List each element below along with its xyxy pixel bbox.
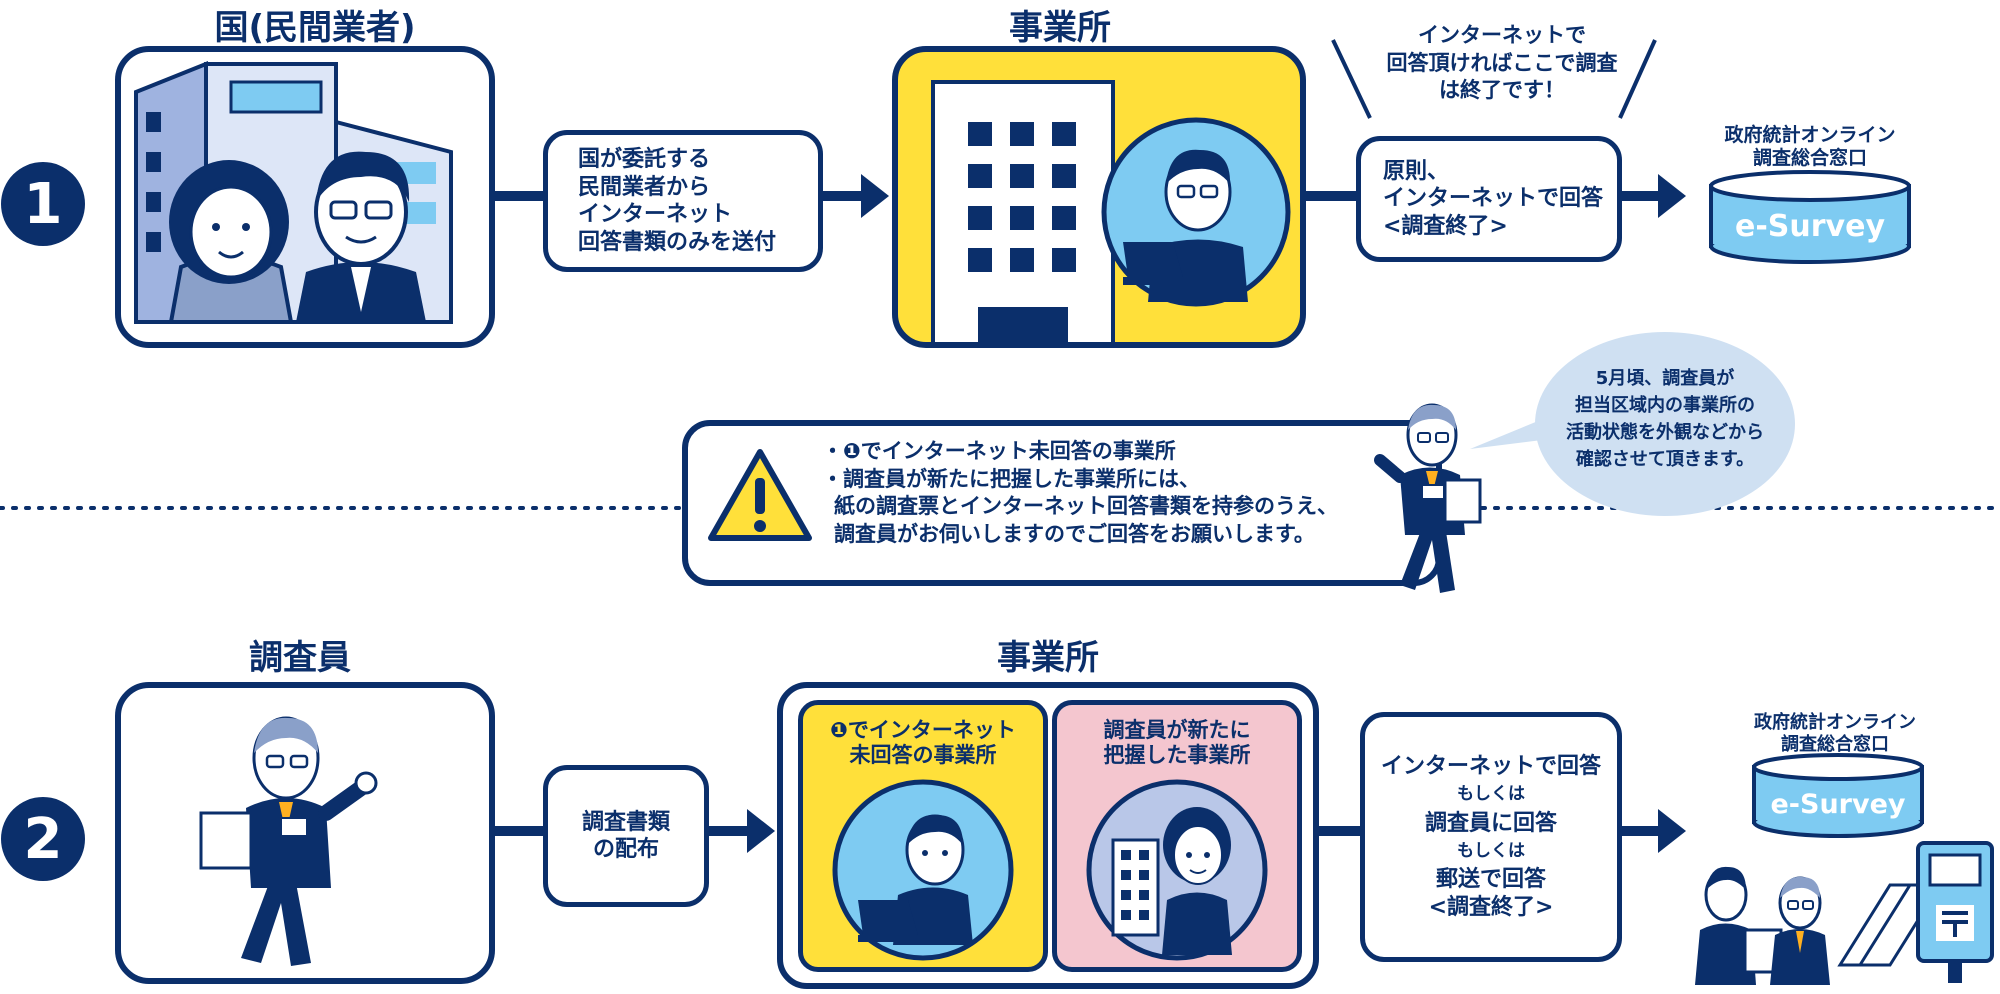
notice-panel	[682, 420, 1442, 586]
e-survey-drum-2: e-Survey	[1752, 753, 1924, 838]
step2-answer-box: インターネットで回答 もしくは 調査員に回答 もしくは 郵送で回答 <調査終了>	[1360, 712, 1622, 962]
flow-arrow	[823, 174, 889, 218]
connector-line	[495, 826, 545, 836]
answer-line: <調査終了>	[1428, 894, 1554, 920]
flow-note-line: 国が委託する	[578, 147, 711, 172]
answer-line: 郵送で回答	[1435, 867, 1546, 893]
connector-line	[1306, 191, 1356, 201]
notice-line: ・❶でインターネット未回答の事業所	[822, 439, 1176, 463]
answer-line-small: もしくは	[1457, 784, 1525, 805]
answer-line: 調査員に回答	[1424, 810, 1557, 836]
office-panel-1	[892, 46, 1306, 348]
step-1-number: 1	[1, 162, 85, 246]
gov-building-illustration	[134, 61, 453, 324]
sub-b-line: 把握した事業所	[1103, 743, 1251, 768]
office-worker-laptop-illustration	[832, 779, 1014, 961]
callout-line: インターネットで	[1418, 23, 1586, 47]
flow-note-line: 回答書類のみを送付	[578, 229, 777, 255]
portal-label-line: 調査総合窓口	[1781, 733, 1889, 755]
callout-text: インターネットで 回答頂ければここで調査 は終了です！	[1362, 22, 1642, 105]
speech-line: 5月頃、調査員が	[1595, 368, 1735, 389]
portal-label-1: 政府統計オンライン 調査総合窓口	[1690, 124, 1930, 170]
speech-bubble	[1470, 332, 1795, 516]
gov-building-panel	[115, 46, 495, 348]
investigator-panel	[115, 682, 495, 984]
portal-label-line: 調査総合窓口	[1752, 146, 1867, 169]
e-survey-drum-1: e-Survey	[1709, 170, 1911, 264]
callout-line: は終了です！	[1439, 78, 1565, 103]
e-survey-logo-1: e-Survey	[1735, 209, 1885, 244]
answer-line-small: もしくは	[1457, 841, 1525, 861]
notice-text: ・❶でインターネット未回答の事業所 ・調査員が新たに把握した事業所には、 紙の調…	[822, 438, 1338, 549]
speech-text: 5月頃、調査員が 担当区域内の事業所の 活動状態を外観などから 確認させて頂きま…	[1530, 365, 1800, 473]
investigator-illustration	[199, 716, 378, 966]
office-worker-building-illustration	[1086, 779, 1268, 961]
answer-line: インターネットで回答	[1383, 186, 1604, 212]
e-survey-logo-2: e-Survey	[1770, 789, 1905, 820]
handoff-mailbox-illustration	[1695, 841, 1994, 985]
portal-label-2: 政府統計オンライン 調査総合窓口	[1725, 712, 1945, 755]
callout-lines	[1331, 39, 1657, 119]
office-title-1: 事業所	[1009, 8, 1111, 48]
step1-flow-note: 国が委託する 民間業者から インターネット 回答書類のみを送付	[543, 130, 823, 272]
sub-b-line: 調査員が新たに	[1103, 718, 1251, 742]
flow-arrow	[1622, 174, 1686, 218]
portal-label-line: 政府統計オンライン	[1754, 712, 1916, 733]
office-illustration-1	[931, 80, 1291, 342]
answer-line: インターネットで回答	[1380, 753, 1601, 779]
flow-note-line: インターネット	[578, 202, 733, 227]
sub-panel-a-label: ❶でインターネット 未回答の事業所	[800, 718, 1046, 768]
notice-line: 調査員がお伺いしますのでご回答をお願いします。	[834, 522, 1315, 547]
connector-line	[1319, 826, 1361, 836]
answer-line: 原則、	[1383, 158, 1450, 184]
office-title-2: 事業所	[997, 638, 1099, 678]
investigator-title: 調査員	[249, 638, 351, 678]
flow-note-line: 民間業者から	[578, 174, 711, 200]
gov-title: 国(民間業者)	[214, 8, 416, 48]
warning-icon	[708, 449, 812, 541]
sub-a-line: ❶でインターネット	[830, 718, 1016, 742]
flow-note-line: 調査書類	[581, 809, 670, 835]
flow-arrow	[1622, 809, 1686, 853]
speech-line: 担当区域内の事業所の	[1575, 395, 1755, 416]
step-2-number: 2	[1, 797, 85, 881]
flow-note-line: の配布	[592, 837, 659, 862]
callout-line: 回答頂ければここで調査	[1386, 50, 1618, 75]
notice-line: ・調査員が新たに把握した事業所には、	[822, 466, 1200, 491]
notice-line: 紙の調査票とインターネット回答書類を持参のうえ、	[834, 494, 1338, 519]
investigator-walking-illustration	[1374, 403, 1482, 593]
step1-answer-box: 原則、 インターネットで回答 <調査終了>	[1356, 136, 1622, 262]
speech-line: 確認させて頂きます。	[1575, 449, 1755, 470]
flow-arrow	[709, 809, 775, 853]
sub-a-line: 未回答の事業所	[849, 743, 997, 768]
step2-flow-note: 調査書類 の配布	[543, 765, 709, 907]
sub-panel-b-label: 調査員が新たに 把握した事業所	[1054, 718, 1300, 768]
speech-line: 活動状態を外観などから	[1566, 422, 1764, 443]
portal-label-line: 政府統計オンライン	[1724, 124, 1896, 146]
connector-line	[495, 191, 545, 201]
answer-line: <調査終了>	[1383, 213, 1508, 239]
